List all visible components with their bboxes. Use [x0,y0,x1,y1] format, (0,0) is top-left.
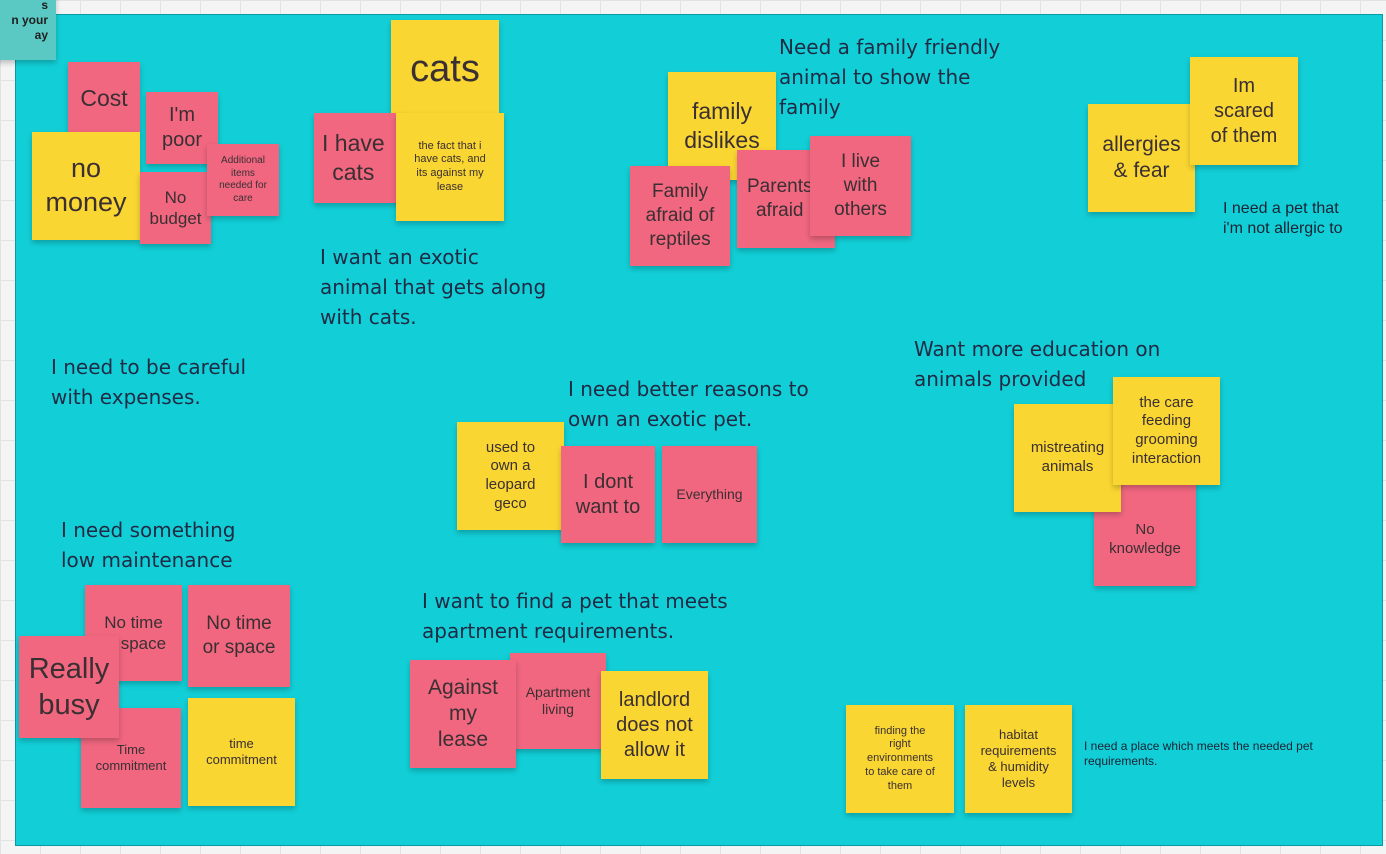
sticky-note-live-with-others[interactable]: I live with others [810,136,911,236]
sticky-note-additional-items[interactable]: Additional items needed for care [207,144,279,216]
sticky-note-no-money[interactable]: no money [32,132,140,240]
sticky-note-i-have-cats[interactable]: I have cats [314,113,406,203]
label-not-allergic: I need a pet that i'm not allergic to [1223,200,1343,237]
sticky-note-against-lease[interactable]: Against my lease [410,660,516,768]
sticky-note-corner[interactable]: s n your ay [0,0,56,60]
sticky-note-landlord[interactable]: landlord does not allow it [601,671,708,779]
sticky-note-really-busy[interactable]: Really busy [19,636,119,738]
sticky-note-allergies-fear[interactable]: allergies & fear [1088,104,1195,212]
sticky-note-scared-of-them[interactable]: Im scared of them [1190,57,1298,165]
sticky-note-no-time-space-2[interactable]: No time or space [188,585,290,687]
sticky-note-no-knowledge[interactable]: No knowledge [1094,478,1196,586]
sticky-note-care-feeding[interactable]: the care feeding grooming interaction [1113,377,1220,485]
label-low-maintenance: I need something low maintenance [61,518,236,572]
sticky-note-im-poor[interactable]: I'm poor [146,92,218,164]
sticky-note-habitat-requirements[interactable]: habitat requirements & humidity levels [965,705,1072,813]
sticky-note-apartment-living[interactable]: Apartment living [510,653,606,749]
label-better-reasons: I need better reasons to own an exotic p… [568,377,809,431]
sticky-note-no-budget[interactable]: No budget [140,172,211,244]
label-exotic-with-cats: I want an exotic animal that gets along … [320,245,547,329]
sticky-note-time-commitment-2[interactable]: time commitment [188,698,295,806]
label-place-requirements: I need a place which meets the needed pe… [1084,739,1313,768]
sticky-note-mistreating-animals[interactable]: mistreating animals [1014,404,1121,512]
sticky-note-lease-cats[interactable]: the fact that i have cats, and its again… [396,113,504,221]
sticky-note-everything[interactable]: Everything [662,446,757,543]
sticky-note-right-environments[interactable]: finding the right environments to take c… [846,705,954,813]
label-apartment-requirements: I want to find a pet that meets apartmen… [422,589,728,643]
sticky-note-leopard-geco[interactable]: used to own a leopard geco [457,422,564,530]
sticky-note-cost[interactable]: Cost [68,62,140,134]
label-more-education: Want more education on animals provided [914,337,1161,391]
sticky-note-family-afraid-reptiles[interactable]: Family afraid of reptiles [630,166,730,266]
label-careful-expenses: I need to be careful with expenses. [51,355,246,409]
sticky-note-dont-want-to[interactable]: I dont want to [561,446,655,543]
sticky-note-cats[interactable]: cats [391,20,499,120]
label-family-friendly: Need a family friendly animal to show th… [779,35,1001,119]
